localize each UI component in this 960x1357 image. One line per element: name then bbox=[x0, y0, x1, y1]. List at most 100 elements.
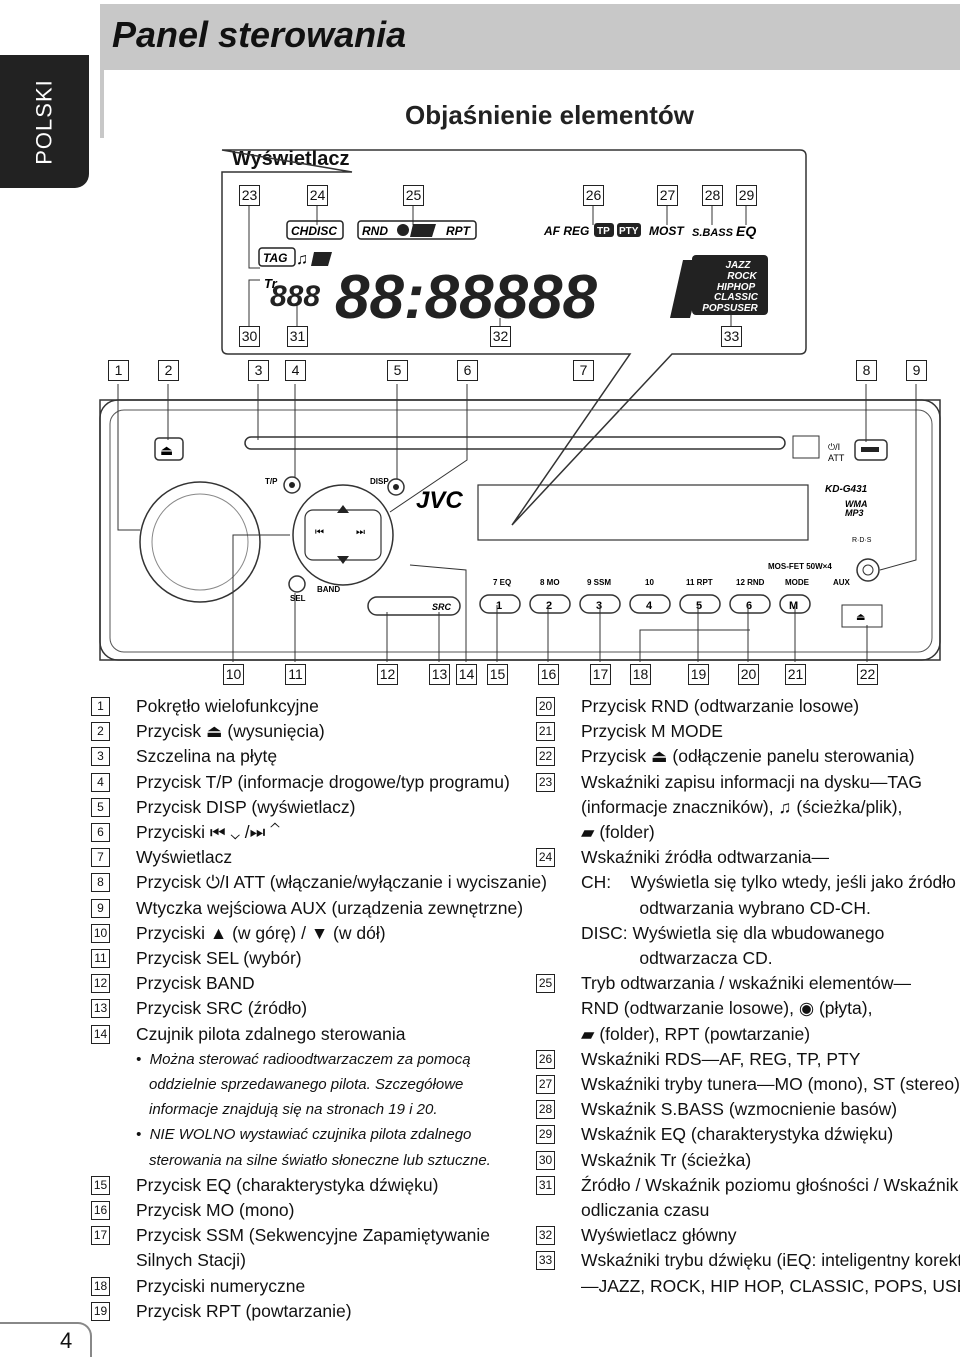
eject-button[interactable] bbox=[154, 437, 184, 461]
note-line-5: sterowania na silne światło słoneczne lu… bbox=[149, 1151, 491, 1169]
detach-icon: ⏏ bbox=[856, 612, 865, 623]
callout-13: 13 bbox=[429, 664, 450, 685]
legend-item-23-cont1: (informacje znaczników), ♫ (ścieżka/plik… bbox=[581, 796, 903, 817]
note-line-2: oddzielnie sprzedawanego pilota. Szczegó… bbox=[149, 1076, 464, 1094]
callout-18: 18 bbox=[630, 664, 651, 685]
lcd-eq-popsuser: POPSUSER bbox=[702, 303, 758, 314]
note-line-3: informacje znajdują się na stronach 19 i… bbox=[149, 1101, 438, 1119]
detach-button[interactable] bbox=[841, 604, 883, 628]
down-arrow-icon[interactable] bbox=[337, 556, 349, 564]
sel-button[interactable] bbox=[288, 575, 306, 593]
callout-31: 31 bbox=[287, 326, 308, 347]
callout-25: 25 bbox=[403, 185, 424, 206]
rds-label: R·D·S bbox=[852, 537, 872, 544]
callout-10: 10 bbox=[223, 664, 244, 685]
nav-pad[interactable] bbox=[292, 484, 394, 586]
callout-15: 15 bbox=[487, 664, 508, 685]
control-dial[interactable] bbox=[139, 481, 261, 603]
page-corner bbox=[0, 1322, 92, 1357]
page-title: Panel sterowania bbox=[112, 14, 407, 55]
legend-item-25-cont2: ▰ (folder), RPT (powtarzanie) bbox=[581, 1023, 811, 1044]
header-divider bbox=[100, 70, 104, 138]
up-arrow-icon[interactable] bbox=[337, 505, 349, 513]
disp-button[interactable] bbox=[387, 478, 405, 496]
power-att-button[interactable] bbox=[854, 439, 888, 461]
aux-jack[interactable] bbox=[856, 558, 880, 582]
callout-1: 1 bbox=[108, 360, 129, 381]
callout-9: 9 bbox=[906, 360, 927, 381]
att-label: ATT bbox=[828, 453, 845, 463]
callout-19: 19 bbox=[688, 664, 709, 685]
lcd-track-icon: ♫ bbox=[296, 251, 308, 268]
wma-label: WMA bbox=[845, 499, 868, 509]
callout-17: 17 bbox=[590, 664, 611, 685]
lcd-tp: TP bbox=[597, 226, 610, 237]
callout-28: 28 bbox=[702, 185, 723, 206]
preset-buttons[interactable]: 1 2 3 4 5 6 M bbox=[479, 594, 811, 614]
legend-item-24-disc: DISC: Wyświetla się dla wbudowanego bbox=[581, 922, 885, 943]
tp-button[interactable] bbox=[283, 476, 301, 494]
model-label: KD-G431 bbox=[825, 484, 868, 495]
callout-3: 3 bbox=[248, 360, 269, 381]
note-line-1: • Można sterować radioodtwarzaczem za po… bbox=[136, 1050, 471, 1068]
lcd-eq-classic: CLASSIC bbox=[714, 292, 759, 303]
lcd-sbass: S.BASS bbox=[692, 227, 734, 239]
lcd-tag: TAG bbox=[263, 251, 287, 265]
lcd-pty: PTY bbox=[619, 226, 639, 237]
src-button[interactable] bbox=[367, 596, 461, 616]
lcd-rpt: RPT bbox=[446, 224, 472, 238]
legend-item-33-cont: —JAZZ, ROCK, HIP HOP, CLASSIC, POPS, USE… bbox=[581, 1275, 960, 1296]
callout-22: 22 bbox=[857, 664, 878, 685]
page-number: 4 bbox=[60, 1328, 73, 1353]
next-icon[interactable]: ⏭ bbox=[356, 527, 365, 538]
callout-24: 24 bbox=[307, 185, 328, 206]
prev-icon[interactable]: ⏮ bbox=[315, 527, 324, 538]
section-title: Objaśnienie elementów bbox=[405, 100, 694, 130]
callout-11: 11 bbox=[285, 664, 306, 685]
preset-3: 3 bbox=[596, 600, 602, 612]
band-label: BAND bbox=[317, 585, 340, 594]
lcd-chdisc: CHDISC bbox=[291, 224, 337, 238]
mosfet-label: MOS-FET 50W×4 bbox=[768, 562, 832, 571]
callout-33: 33 bbox=[721, 326, 742, 347]
preset-1: 1 bbox=[496, 600, 502, 612]
display-section-label: Wyświetlacz bbox=[232, 148, 350, 170]
language-tab: POLSKI bbox=[0, 55, 89, 188]
callout-7: 7 bbox=[573, 360, 594, 381]
callout-30: 30 bbox=[239, 326, 260, 347]
legend-item-23-cont2: ▰ (folder) bbox=[581, 822, 655, 843]
lcd-indicators: CHDISC RND RPT AF REG TP PTY MOST S.BASS… bbox=[258, 220, 768, 332]
disc-logo bbox=[792, 435, 820, 459]
lcd-eq-rock: ROCK bbox=[727, 271, 757, 282]
lcd-main-digits: 88:88888 bbox=[335, 263, 598, 332]
panel-display bbox=[477, 484, 809, 541]
brand-logo: JVC bbox=[416, 487, 463, 514]
preset-2: 2 bbox=[546, 600, 552, 612]
callout-29: 29 bbox=[736, 185, 757, 206]
